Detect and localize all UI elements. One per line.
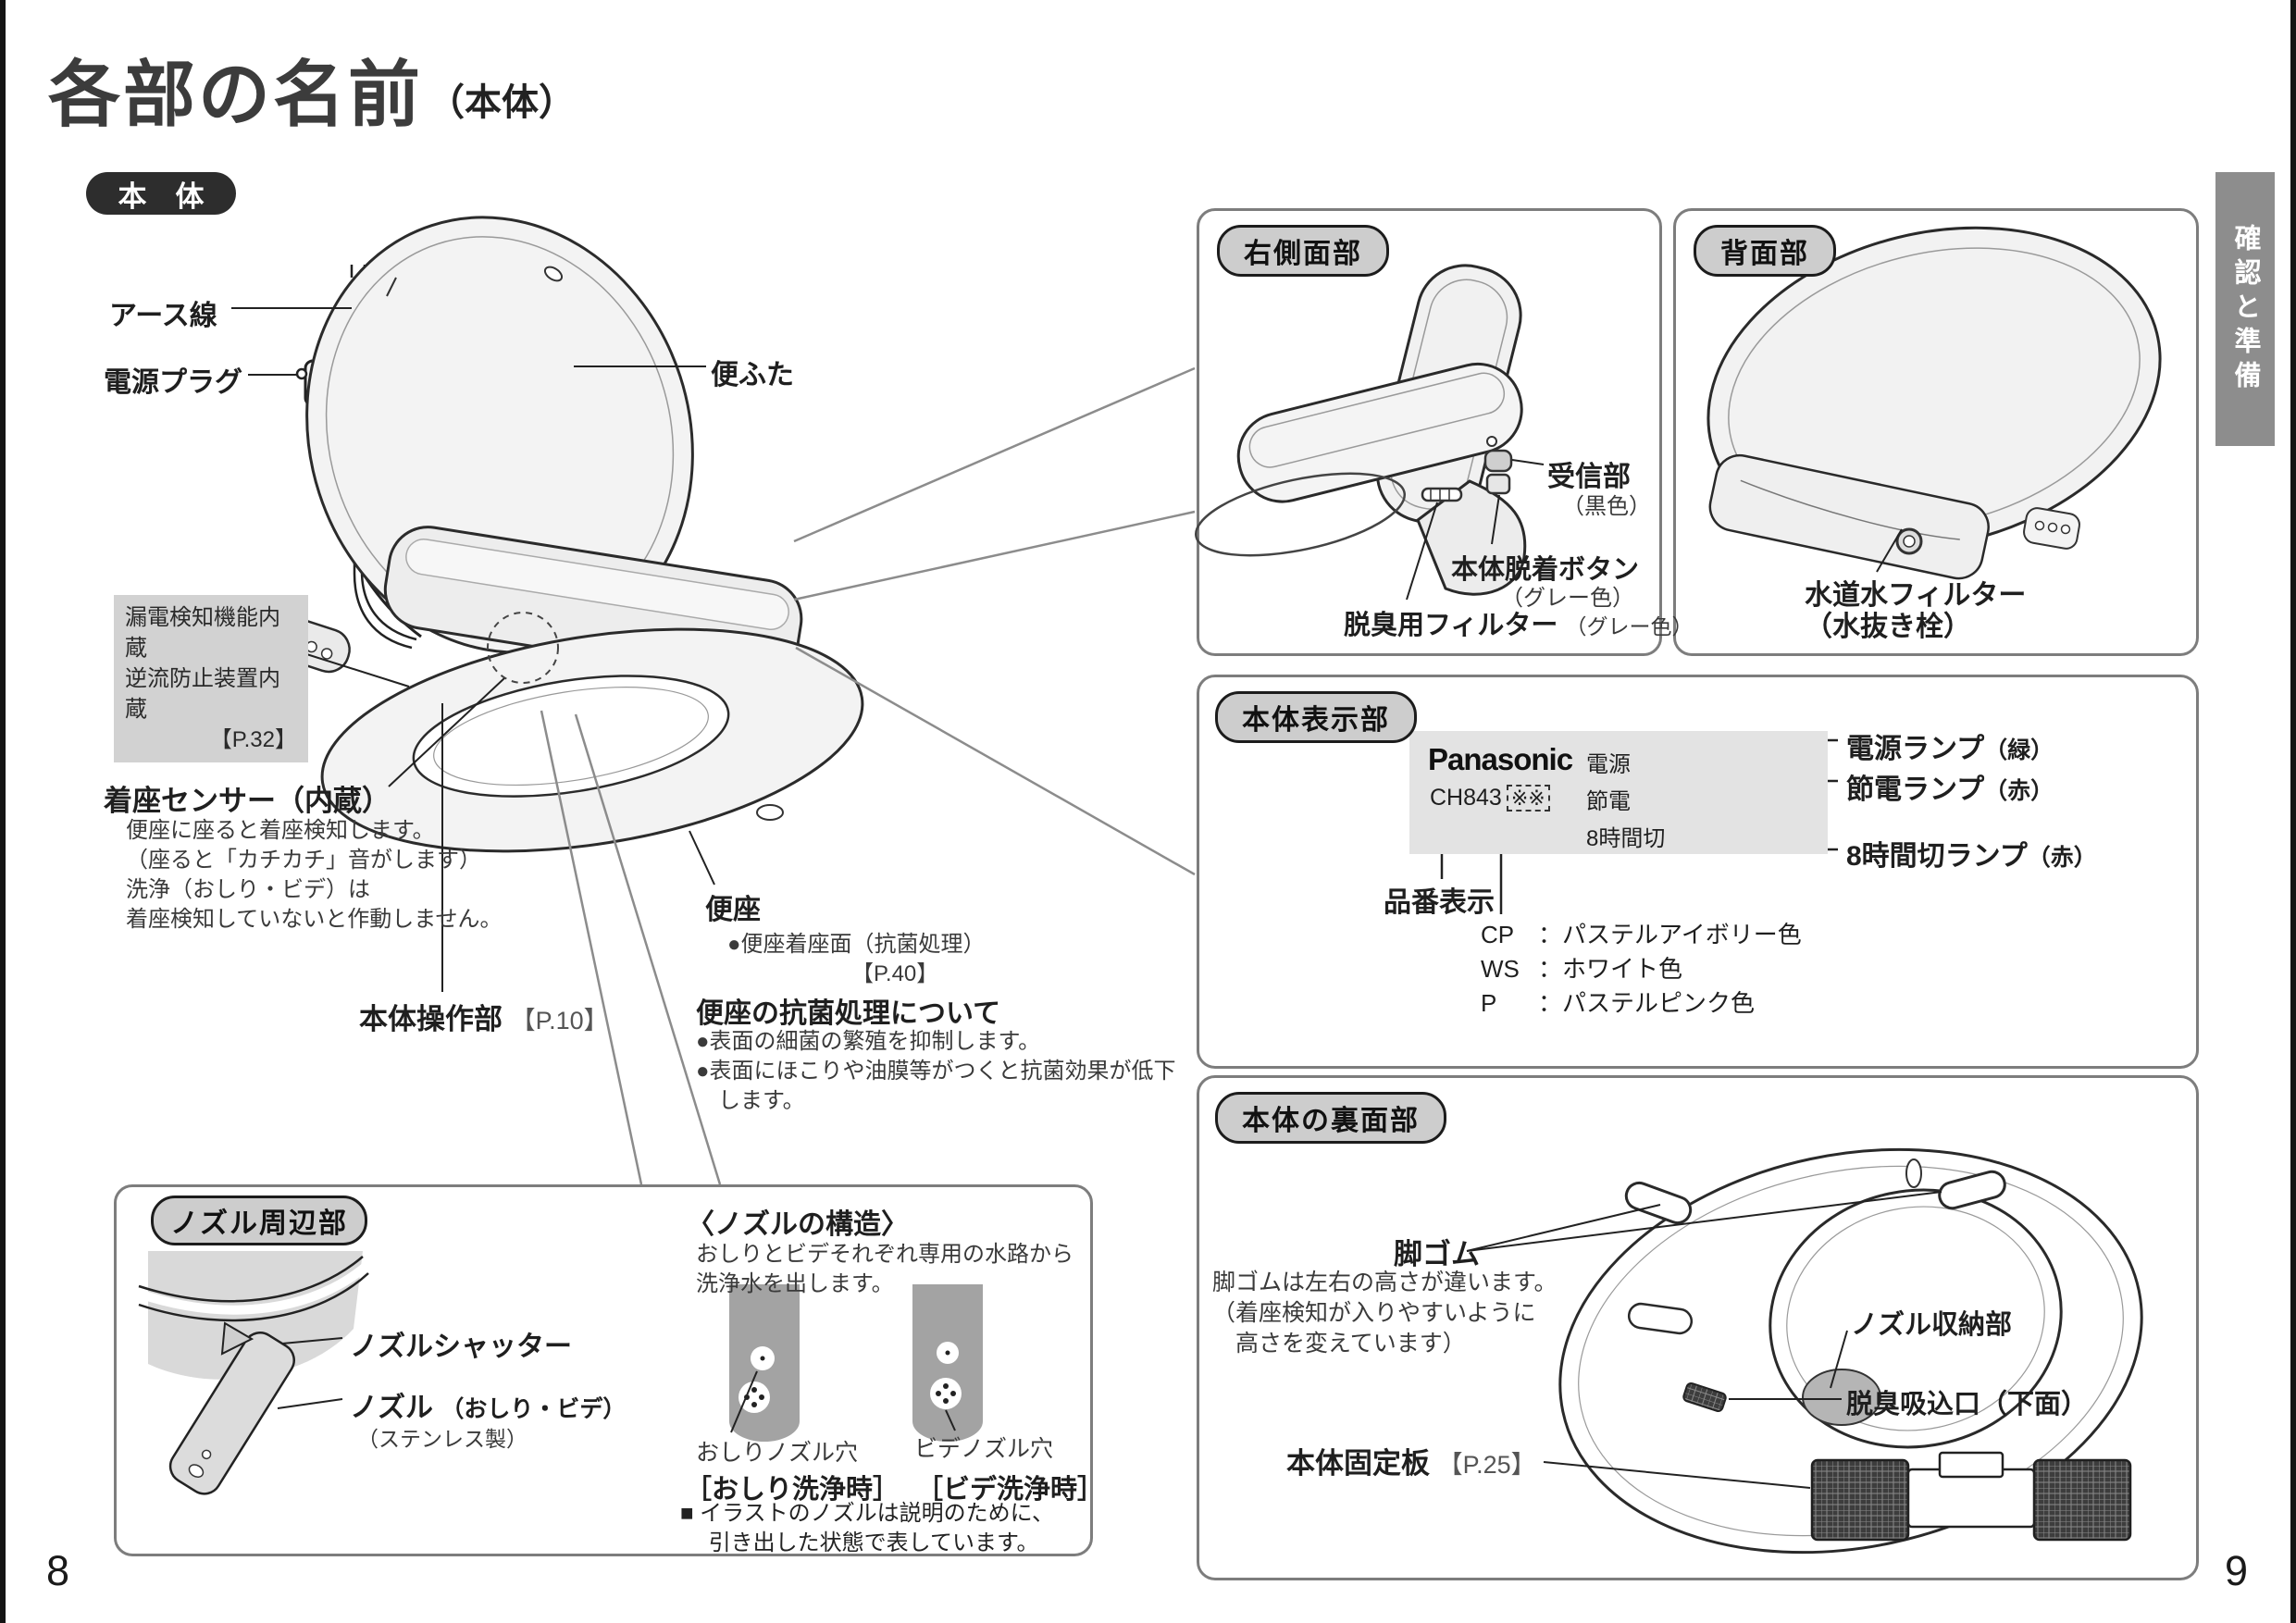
chapter-tab: 確認と準備 bbox=[2215, 172, 2275, 446]
control-unit-label: 本体操作部 【P.10】 bbox=[359, 1003, 609, 1035]
bide-hole-label: ビデノズル穴 bbox=[914, 1436, 1054, 1462]
8h-lamp-callout: 8時間切ランプ（赤） bbox=[1846, 841, 2097, 872]
seat-page-ref: 【P.40】 bbox=[851, 961, 939, 986]
deodorizing-filter-label: 脱臭用フィルター （グレー色） bbox=[1344, 611, 1694, 640]
body-badge: 本 体 bbox=[86, 172, 236, 215]
seat-sensor-label: 着座センサー（内蔵） bbox=[104, 785, 391, 817]
oshiri-hole-label: おしりノズル穴 bbox=[696, 1440, 859, 1466]
brand-logo: Panasonic bbox=[1428, 742, 1573, 776]
underside-title: 本体の裏面部 bbox=[1215, 1092, 1446, 1144]
seat-sensor-dashed-circle bbox=[487, 612, 559, 684]
right-side-view-title: 右側面部 bbox=[1217, 225, 1389, 277]
nozzle-storage-label: ノズル収納部 bbox=[1851, 1310, 2013, 1340]
breaker-line-1: 漏電検知機能内蔵 bbox=[125, 605, 280, 661]
model-number: CH843※※ bbox=[1430, 785, 1550, 812]
nozzle-structure-desc: おしりとビデそれぞれ専用の水路から 洗浄水を出します。 bbox=[696, 1242, 1074, 1296]
bide-mode-label: ［ビデ洗浄時］ bbox=[916, 1475, 1105, 1505]
page-number-left: 8 bbox=[46, 1547, 70, 1594]
foot-rubber-desc: 脚ゴムは左右の高さが違います。 （着座検知が入りやすいように 高さを変えています… bbox=[1212, 1270, 1558, 1357]
page-title-suffix: （本体） bbox=[428, 82, 576, 123]
color-code-row: WS：ホワイト色 bbox=[1481, 955, 1683, 983]
nozzle-material: （ステンレス製） bbox=[357, 1427, 527, 1451]
oshiri-mode-label: ［おしり洗浄時］ bbox=[685, 1475, 900, 1505]
deodorizing-inlet-label: 脱臭吸込口（下面） bbox=[1846, 1390, 2089, 1419]
control-unit-ref: 【P.10】 bbox=[510, 1007, 609, 1035]
breaker-info-box: 漏電検知機能内蔵 逆流防止装置内蔵 【P.32】 bbox=[114, 595, 308, 762]
lamp-power-label: 電源 bbox=[1586, 752, 1631, 777]
nozzle-label: ノズル （おしり・ビデ） bbox=[350, 1393, 627, 1423]
water-filter-sub: （水抜き栓） bbox=[1805, 612, 1971, 642]
nozzle-area-title: ノズル周辺部 bbox=[151, 1196, 367, 1245]
earth-wire-label: アース線 bbox=[109, 301, 217, 331]
model-mask: ※※ bbox=[1506, 785, 1550, 812]
nozzle-structure-title: 〈ノズルの構造〉 bbox=[687, 1209, 909, 1240]
nozzle-note: ■ イラストのノズルは説明のために、 引き出した状態で表しています。 bbox=[680, 1501, 1054, 1555]
seat-note: ●便座着座面（抗菌処理） bbox=[727, 932, 986, 957]
breaker-line-2: 逆流防止装置内蔵 bbox=[125, 666, 280, 722]
receiver-label: 受信部 bbox=[1547, 462, 1631, 492]
color-code-row: CP：パステルアイボリー色 bbox=[1481, 921, 1802, 948]
color-code-row: P：パステルピンク色 bbox=[1481, 989, 1756, 1017]
deodorizing-filter-color: （グレー色） bbox=[1565, 614, 1694, 638]
page-number-right: 9 bbox=[2225, 1547, 2249, 1594]
power-plug-label: 電源プラグ bbox=[104, 367, 242, 398]
seat-sensor-desc: 便座に座ると着座検知します。 （座ると「カチカチ」音がします） 洗浄（おしり・ビ… bbox=[126, 818, 503, 932]
display-section-title: 本体表示部 bbox=[1215, 691, 1417, 743]
display-faceplate bbox=[1409, 731, 1828, 854]
seat-label: 便座 bbox=[705, 895, 761, 925]
antibacterial-title: 便座の抗菌処理について bbox=[696, 998, 1001, 1029]
page-title: 各部の名前 bbox=[48, 54, 424, 135]
nozzle-shutter-label: ノズルシャッター bbox=[350, 1332, 572, 1362]
lamp-eco-label: 節電 bbox=[1586, 789, 1631, 814]
fixing-plate-label: 本体固定板 【P.25】 bbox=[1286, 1447, 1536, 1480]
eco-lamp-callout: 節電ランプ（赤） bbox=[1846, 774, 2054, 805]
foot-rubber-label: 脚ゴム bbox=[1394, 1238, 1480, 1270]
model-display-label: 品番表示 bbox=[1384, 887, 1495, 918]
fixing-plate-ref: 【P.25】 bbox=[1437, 1451, 1536, 1479]
antibacterial-notes: ●表面の細菌の繁殖を抑制します。 ●表面にほこりや油膜等がつくと抗菌効果が低下 … bbox=[696, 1029, 1176, 1113]
page-left-border bbox=[0, 0, 6, 1623]
receiver-color: （黒色） bbox=[1562, 494, 1651, 519]
power-lamp-callout: 電源ランプ（緑） bbox=[1846, 734, 2054, 764]
water-filter-label: 水道水フィルター bbox=[1805, 580, 2027, 611]
page-right-border bbox=[2290, 0, 2296, 1623]
breaker-page-ref: 【P.32】 bbox=[209, 727, 297, 752]
lamp-8h-label: 8時間切 bbox=[1586, 826, 1666, 851]
lid-label: 便ふた bbox=[711, 360, 794, 390]
color-code-list: CP：パステルアイボリー色 WS：ホワイト色 P：パステルピンク色 bbox=[1481, 918, 1802, 1021]
rear-view-title: 背面部 bbox=[1694, 225, 1836, 277]
